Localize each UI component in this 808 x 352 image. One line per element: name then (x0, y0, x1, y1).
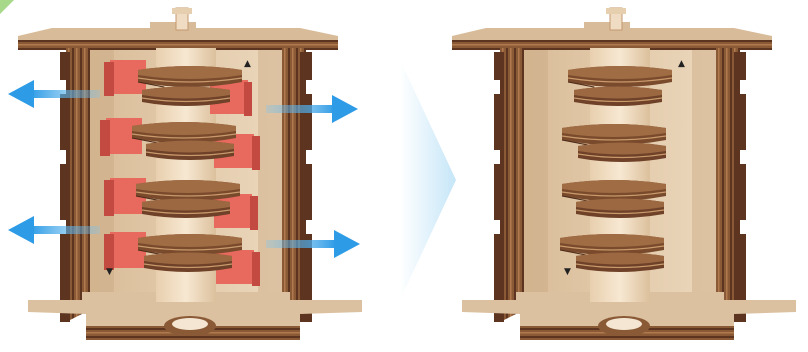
corner-accent (0, 0, 14, 14)
panel-after: ▲ ▼ (452, 8, 796, 340)
up-marker: ▲ (244, 59, 251, 69)
down-marker: ▼ (564, 267, 571, 277)
transition-arrow (400, 60, 456, 300)
panel-before: ▲ ▼ (0, 0, 362, 340)
down-marker: ▼ (106, 267, 113, 277)
up-marker: ▲ (678, 59, 685, 69)
